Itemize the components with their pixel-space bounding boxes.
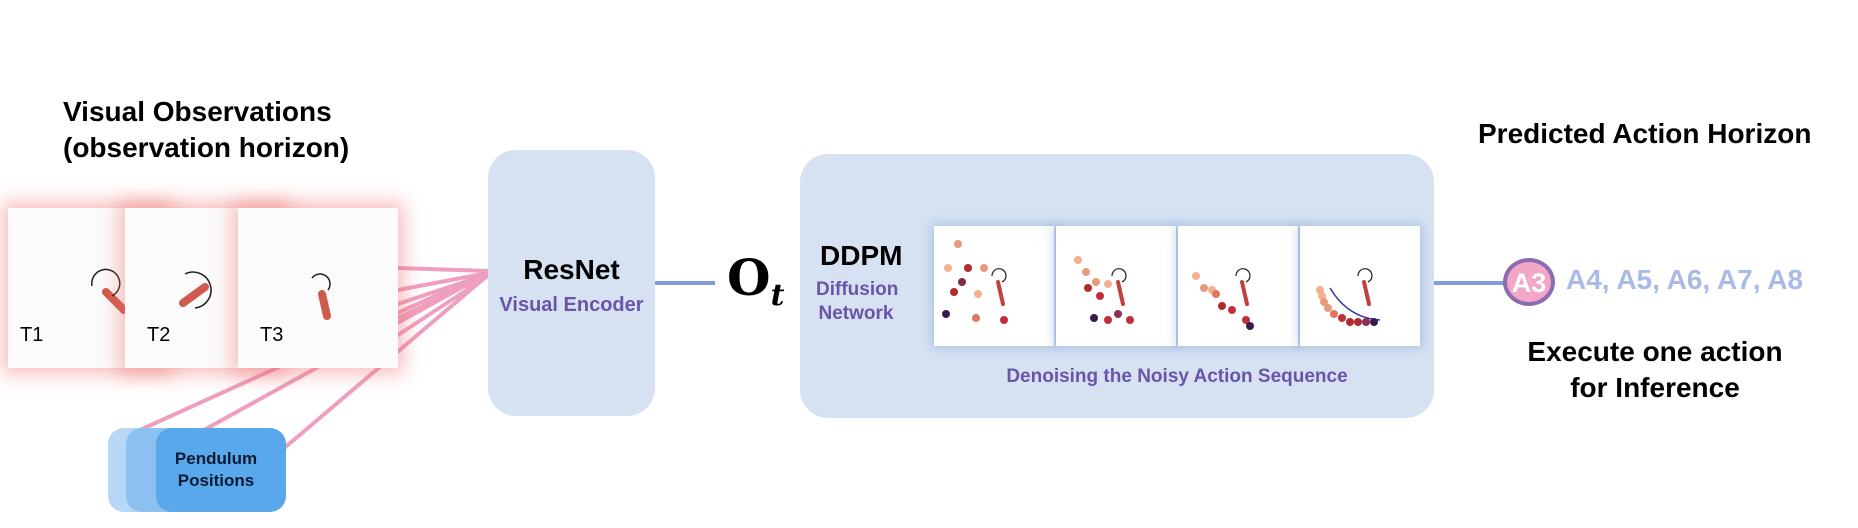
observation-embedding-symbol: Ot [727,250,784,324]
pendulum-card-front [156,428,286,512]
encoder-title: ResNet [523,254,620,285]
noisy-action-scatter [942,240,1008,324]
resnet-encoder-box: ResNet Visual Encoder [488,150,655,416]
execute-note-line2: for Inference [1570,372,1740,403]
obs-symbol-subscript: t [770,278,785,313]
ddpm-subtitle-line2: Network [818,303,894,324]
pendulum-icon [311,273,331,320]
ddpm-subtitle: Diffusion Network [816,278,899,326]
execute-note-line1: Execute one action [1527,336,1783,367]
frame-label-t1: T1 [20,324,44,346]
pendulum-label-line2: Positions [177,471,255,490]
remaining-actions-label: A4, A5, A6, A7, A8 [1566,264,1804,295]
ddpm-caption: Denoising the Noisy Action Sequence [1006,366,1348,387]
denoise-step-3 [1178,226,1298,346]
ddpm-title: DDPM [820,240,903,271]
obs-symbol-base: O [727,248,771,307]
denoise-step-1 [934,226,1054,346]
pendulum-icon [91,268,128,314]
frame-label-t2: T2 [147,324,171,346]
selected-action-label: A3 [1511,268,1547,298]
frame-to-encoder-line [396,266,490,273]
pendulum-positions-stack: Pendulum Positions [108,428,288,512]
encoder-subtitle: Visual Encoder [499,294,644,316]
noisy-action-scatter [1074,256,1134,324]
pendulum-label-line1: Pendulum [174,449,258,468]
denoise-step-4 [1300,226,1420,346]
observations-title-line2: (observation horizon) [63,132,350,163]
pendulum-icon [179,271,212,309]
action-horizon-title: Predicted Action Horizon [1478,118,1812,149]
ddpm-subtitle-line1: Diffusion [816,279,899,300]
frame-to-encoder-line [396,271,490,292]
frame-label-t3: T3 [260,324,284,346]
denoised-action-trajectory [1316,268,1381,326]
noisy-action-scatter [1192,268,1254,330]
execute-action-note: Execute one action for Inference [1500,334,1810,406]
selected-action-badge: A3 [1503,258,1555,306]
ddpm-panel: DDPM Diffusion Network [800,154,1434,418]
pendulum-positions-label: Pendulum Positions [156,448,276,492]
observation-frame-t3: T3 [238,208,398,368]
denoise-step-2 [1056,226,1176,346]
observations-title-line1: Visual Observations [63,96,332,127]
observations-title: Visual Observations (observation horizon… [63,94,349,166]
